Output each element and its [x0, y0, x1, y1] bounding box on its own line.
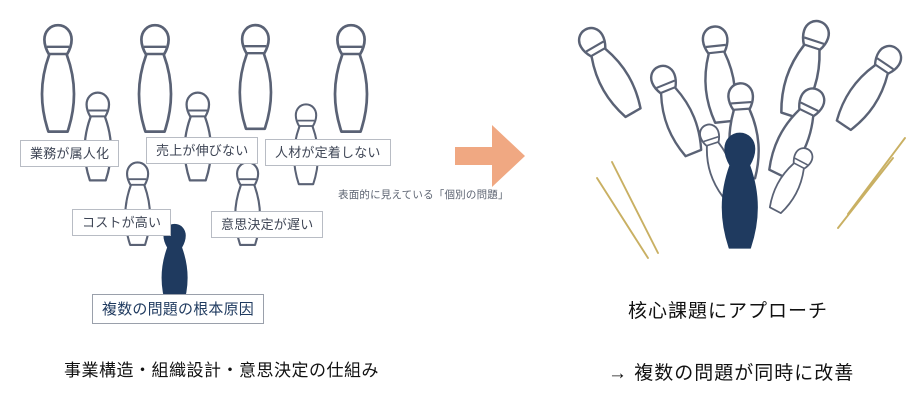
problem-label-cost[interactable]: コストが高い — [72, 209, 172, 236]
scatter-pin-2 — [644, 60, 708, 160]
motion-line-left-1 — [611, 161, 659, 254]
motion-line-right-1 — [847, 137, 906, 215]
surface-problems-note: 表面的に見えている「個別の問題」 — [338, 189, 509, 201]
scatter-pin-3 — [698, 23, 740, 125]
pin-back-1 — [40, 23, 76, 133]
problem-label-uriage[interactable]: 売上が伸びない — [146, 137, 259, 164]
scatter-pin-7 — [830, 39, 909, 135]
scatter-pin-1 — [571, 21, 647, 122]
scatter-pin-8 — [765, 143, 818, 216]
strike-pin-navy — [721, 132, 758, 249]
motion-line-left-2 — [596, 177, 649, 259]
motion-lines — [596, 137, 906, 259]
right-panel-result: → 複数の問題が同時に改善 — [608, 363, 855, 384]
scatter-pin-6 — [763, 82, 832, 181]
scatter-pin-9 — [724, 81, 763, 182]
pin-back-3 — [238, 23, 273, 131]
pin-mid-1 — [83, 91, 113, 182]
pin-back-2 — [137, 23, 173, 133]
right-arrow-icon — [455, 125, 525, 187]
right-panel-headline: 核心課題にアプローチ — [628, 301, 829, 322]
pin-back-4 — [333, 23, 369, 133]
right-pin-cluster — [571, 15, 909, 249]
left-panel-caption: 事業構造・組織設計・意思決定の仕組み — [64, 361, 379, 380]
scatter-pin-5 — [774, 15, 836, 122]
scatter-pin-4 — [694, 120, 741, 199]
problem-label-ishikettei[interactable]: 意思決定が遅い — [211, 211, 324, 238]
root-cause-label[interactable]: 複数の問題の根本原因 — [92, 294, 265, 324]
problem-label-zokujinka[interactable]: 業務が属人化 — [20, 140, 120, 167]
problem-label-jinzai[interactable]: 人材が定着しない — [265, 139, 391, 166]
motion-line-right-2 — [837, 157, 894, 229]
